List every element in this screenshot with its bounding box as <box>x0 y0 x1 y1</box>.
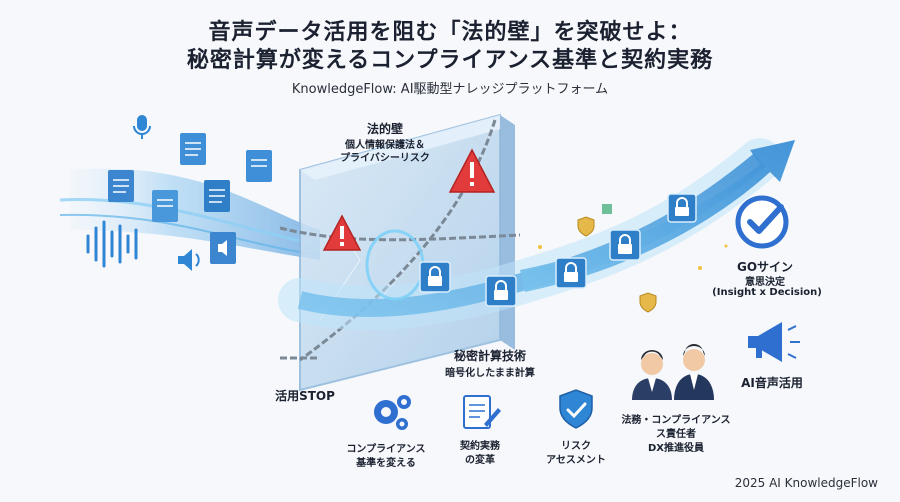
go-sign-detail: (Insight x Decision) <box>712 287 822 298</box>
document-icon <box>152 190 178 222</box>
lock-icon <box>485 275 517 307</box>
bottom-item-3-line2: アセスメント <box>546 455 606 466</box>
data-cube-icon <box>602 204 612 214</box>
document-icon <box>204 180 230 212</box>
warning-icon <box>322 214 362 251</box>
megaphone-icon <box>748 322 800 362</box>
shield-icon <box>577 216 595 237</box>
secure-compute-heading: 秘密計算技術 <box>453 349 526 363</box>
gears-icon <box>374 395 411 430</box>
people-line3: DX推進役員 <box>647 443 704 454</box>
bottom-item-1-line1: コンプライアンス <box>346 444 426 455</box>
bottom-item-2-line1: 契約実務 <box>460 441 500 452</box>
stop-label: 活用STOP <box>275 389 335 403</box>
person-icon <box>674 344 714 400</box>
lock-icon <box>667 193 697 223</box>
person-icon <box>632 350 672 400</box>
document-icon <box>108 170 134 202</box>
shield-check-icon <box>559 389 593 429</box>
go-sign-heading: GOサイン <box>736 260 794 274</box>
lock-icon <box>555 257 587 289</box>
lock-icon <box>609 229 641 261</box>
contract-icon <box>463 395 501 429</box>
document-icon <box>246 150 272 182</box>
legal-wall-heading: 法的壁 <box>366 122 403 136</box>
speaker-icon <box>178 249 200 271</box>
warning-icon <box>448 148 496 193</box>
data-stream <box>59 168 321 260</box>
check-circle-icon <box>735 195 789 249</box>
ai-voice-label: AI音声活用 <box>741 376 803 390</box>
legal-wall-line2: プライバシーリスク <box>340 153 430 164</box>
title-line-1: 音声データ活用を阻む「法的壁」を突破せよ： <box>208 20 692 45</box>
title-line-2: 秘密計算が変えるコンプライアンス基準と契約実務 <box>186 48 714 73</box>
chain <box>279 119 521 362</box>
shield-icon <box>639 292 657 313</box>
footer: 2025 AI KnowledgeFlow <box>734 476 878 490</box>
legal-wall-line1: 個人情報保護法＆ <box>345 140 425 151</box>
upward-arrow <box>520 140 795 292</box>
lock-icon <box>419 261 451 293</box>
document-icon <box>180 133 206 165</box>
people-line1: 法務・コンプライアンス <box>621 415 731 426</box>
bottom-item-1-line2: 基準を変える <box>356 458 416 469</box>
subtitle: KnowledgeFlow: AI駆動型ナレッジプラットフォーム <box>291 82 609 97</box>
bottom-item-2-line2: の変革 <box>465 455 495 466</box>
go-sign-sub: 意思決定 <box>745 277 785 288</box>
audio-file-icon <box>210 232 236 264</box>
people-line2: ス責任者 <box>656 429 696 440</box>
sound-wave-icon <box>86 220 138 268</box>
secure-compute-sub: 暗号化したまま計算 <box>445 368 535 379</box>
sparkle-icon <box>538 244 728 270</box>
microphone-icon <box>133 115 151 139</box>
bottom-item-3-line1: リスク <box>561 441 591 452</box>
